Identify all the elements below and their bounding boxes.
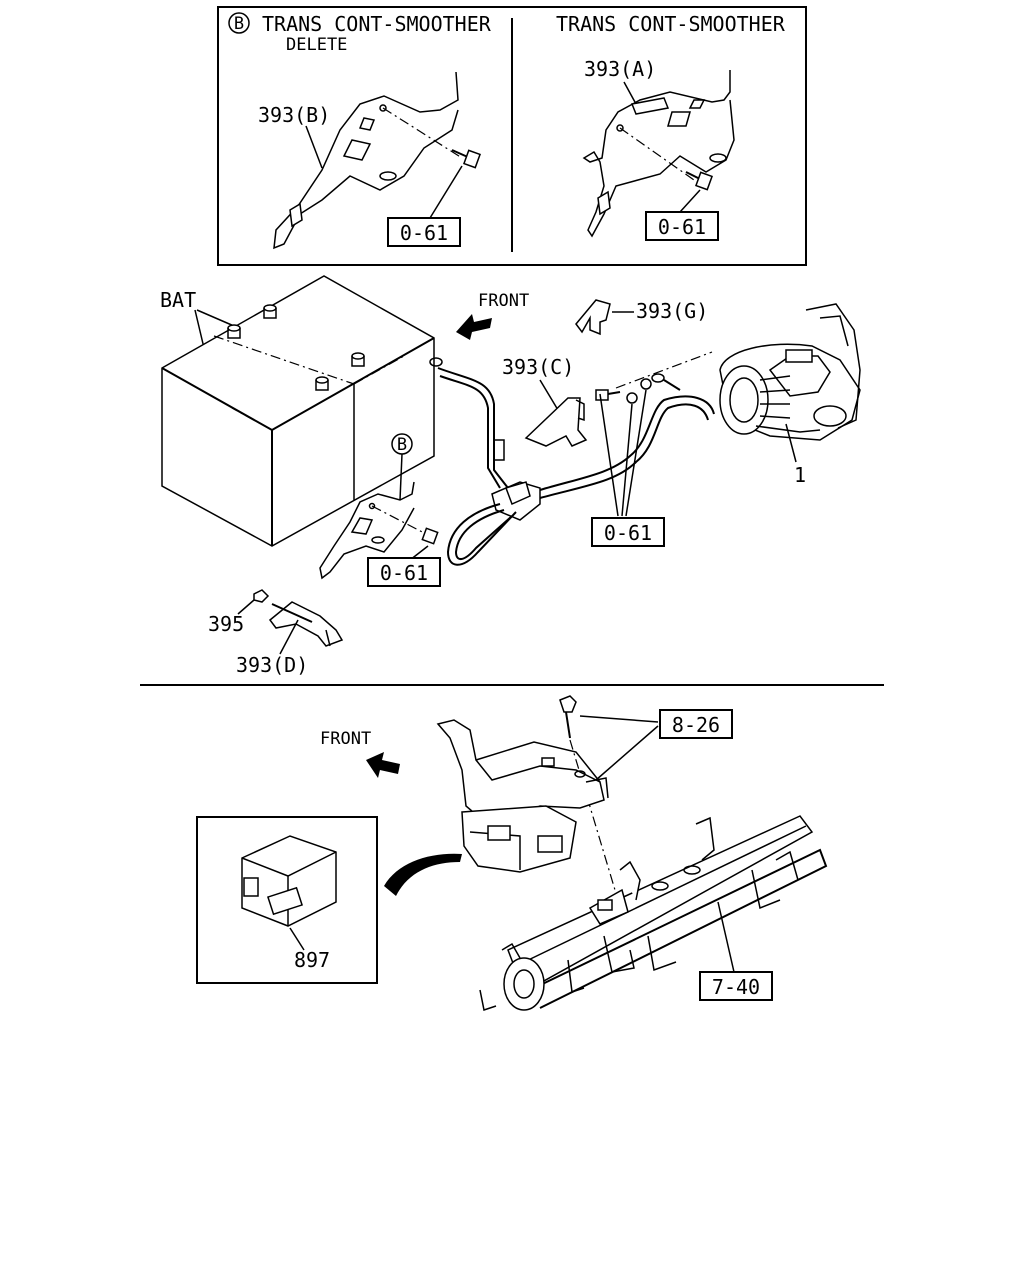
leader-8-26-bolt (579, 715, 659, 723)
part-label-393c: 393(C) (502, 355, 574, 379)
leader-393a (623, 81, 637, 105)
ref-box-0-61-center-text: 0-61 (604, 521, 652, 545)
leader-393c (539, 379, 559, 411)
marker-b-circle (228, 12, 250, 34)
leader-0-61-right-inset (679, 189, 701, 213)
ref-box-0-61-inset-right-text: 0-61 (658, 215, 706, 239)
part-label-393a: 393(A) (584, 57, 656, 81)
ref-box-0-61-left-text: 0-61 (380, 561, 428, 585)
bracket-393d-drawing (268, 601, 344, 647)
bracket-393g-drawing (575, 299, 611, 336)
ref-box-0-61-inset-left (387, 217, 461, 247)
part-label-395: 395 (208, 612, 244, 636)
battery-drawing (161, 275, 435, 547)
bracket-b-main-drawing (319, 481, 439, 580)
front-label-upper: FRONT (478, 291, 529, 311)
leader-0-61-center-2 (621, 403, 633, 517)
inset-right-title: TRANS CONT-SMOOTHER (556, 12, 786, 36)
inset-left: B TRANS CONT-SMOOTHER DELETE 393(B) 0-61 (228, 12, 492, 250)
starter-motor-drawing (719, 303, 861, 441)
part-label-393d: 393(D) (236, 653, 308, 677)
leader-7-40 (717, 901, 735, 973)
ref-box-0-61-inset-right (645, 211, 719, 241)
front-label-lower: FRONT (320, 729, 371, 749)
detail-pointer-arrow-icon (384, 853, 462, 896)
bracket-393c-drawing (524, 397, 588, 447)
leader-bat-1 (194, 309, 205, 349)
front-arrow-upper-icon (456, 314, 492, 340)
leader-395 (237, 599, 255, 615)
nut-395-drawing (253, 589, 270, 603)
leader-0-61-center-3 (625, 389, 647, 517)
leader-393b (305, 125, 323, 169)
frame-crossmember-drawing (479, 815, 828, 1011)
leader-0-61-center-1 (599, 393, 619, 517)
ref-box-7-40-text: 7-40 (712, 975, 760, 999)
part-label-393b: 393(B) (258, 103, 330, 127)
bracket-393b-drawing (273, 71, 481, 250)
leader-8-26-bracket (595, 725, 659, 781)
module-frame-section: FRONT 8-26 (196, 695, 828, 1011)
module-bracket-drawing (436, 719, 609, 873)
part-number-897: 897 (294, 948, 330, 972)
ref-box-7-40 (699, 971, 773, 1001)
bolt-8-26-drawing (559, 695, 619, 901)
inset-left-title: TRANS CONT-SMOOTHER (262, 12, 492, 36)
fasteners-upper (595, 351, 713, 404)
front-arrow-lower-icon (366, 752, 400, 778)
bracket-393a-drawing (582, 70, 735, 238)
leader-b-main (399, 453, 403, 501)
leader-bat-2 (196, 309, 235, 327)
leader-0-61-left-inset (429, 165, 463, 219)
battery-cables (429, 357, 715, 566)
control-module-897-drawing (241, 835, 337, 927)
inset-left-subtitle: DELETE (286, 35, 347, 55)
ref-box-0-61-center (591, 517, 665, 547)
inset-right: TRANS CONT-SMOOTHER 393(A) 0-61 (556, 12, 786, 241)
battery-label: BAT (160, 288, 196, 312)
leader-starter (785, 423, 797, 463)
leader-897 (289, 927, 305, 951)
leader-393d (279, 619, 299, 655)
part-number-1-starter: 1 (794, 463, 806, 487)
inset-panel: B TRANS CONT-SMOOTHER DELETE 393(B) 0-61 (217, 6, 807, 266)
ref-box-8-26-text: 8-26 (672, 713, 720, 737)
marker-b-letter: B (234, 14, 244, 34)
ref-box-0-61-inset-left-text: 0-61 (400, 221, 448, 245)
battery-starter-section: BAT FRONT 393(G) (160, 275, 861, 677)
marker-b-main-letter: B (397, 435, 407, 455)
part-label-393g: 393(G) (636, 299, 708, 323)
ref-box-0-61-left (367, 557, 441, 587)
ref-box-8-26 (659, 709, 733, 739)
